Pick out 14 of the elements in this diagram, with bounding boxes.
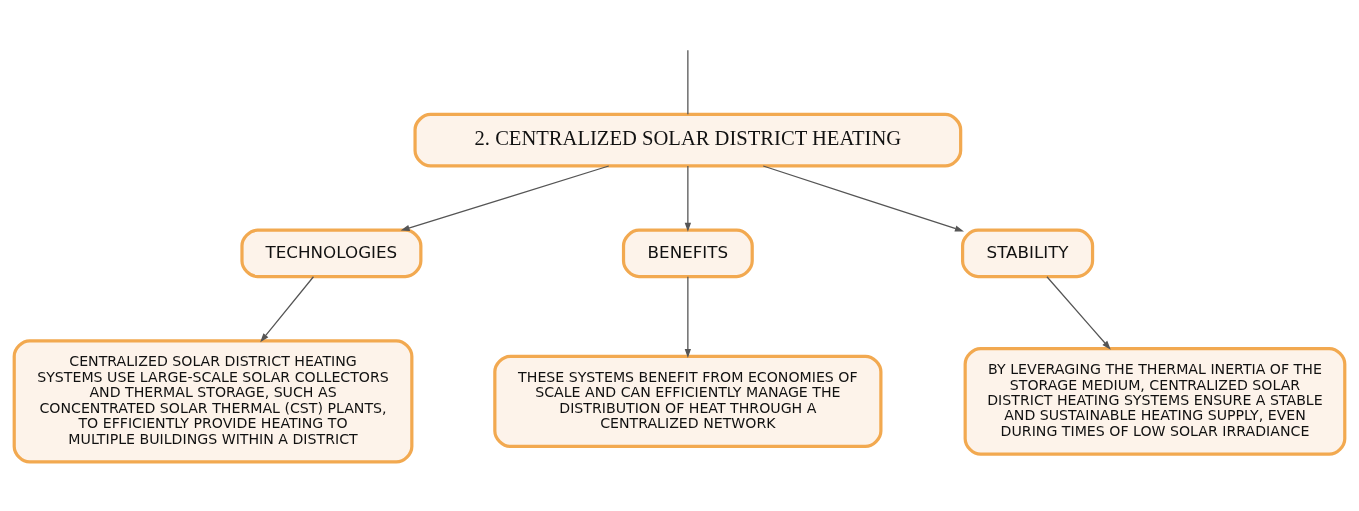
arrow: [684, 165, 692, 232]
arrow: [762, 165, 964, 232]
node-box: TECHNOLOGIES: [240, 228, 423, 279]
node-box: BY LEVERAGING THE THERMAL INERTIA OF THE STORAGE MEDIUM, CENTRALIZED SOLAR DISTRICT HEATING SYSTEMS ENSURE A STABLE AND SUSTAINABLE HEATING SUPPLY, EVEN DURING TIMES OF LOW SOLAR IRRADIANCE: [963, 347, 1347, 456]
arrow: [400, 165, 610, 231]
node-box: 2. CENTRALIZED SOLAR DISTRICT HEATING: [413, 112, 963, 168]
arrow: [260, 276, 315, 343]
arrow: [684, 276, 692, 359]
node-box: CENTRALIZED SOLAR DISTRICT HEATING SYSTEMS USE LARGE-SCALE SOLAR COLLECTORS AND THERMAL STORAGE, SUCH AS CONCENTRATED SOLAR THERMAL (CST) PLANTS, TO EFFICIENTLY PROVIDE HEATING TO MULTIPLE BUILDINGS WITHIN A DISTRICT: [12, 339, 414, 464]
arrow: [1046, 276, 1111, 350]
node-box: STABILITY: [961, 228, 1095, 279]
connector: [687, 49, 689, 115]
node-box: BENEFITS: [621, 228, 754, 279]
node-box: THESE SYSTEMS BENEFIT FROM ECONOMIES OF SCALE AND CAN EFFICIENTLY MANAGE THE DISTRIBUTION OF HEAT THROUGH A CENTRALIZED NETWORK: [493, 354, 883, 449]
